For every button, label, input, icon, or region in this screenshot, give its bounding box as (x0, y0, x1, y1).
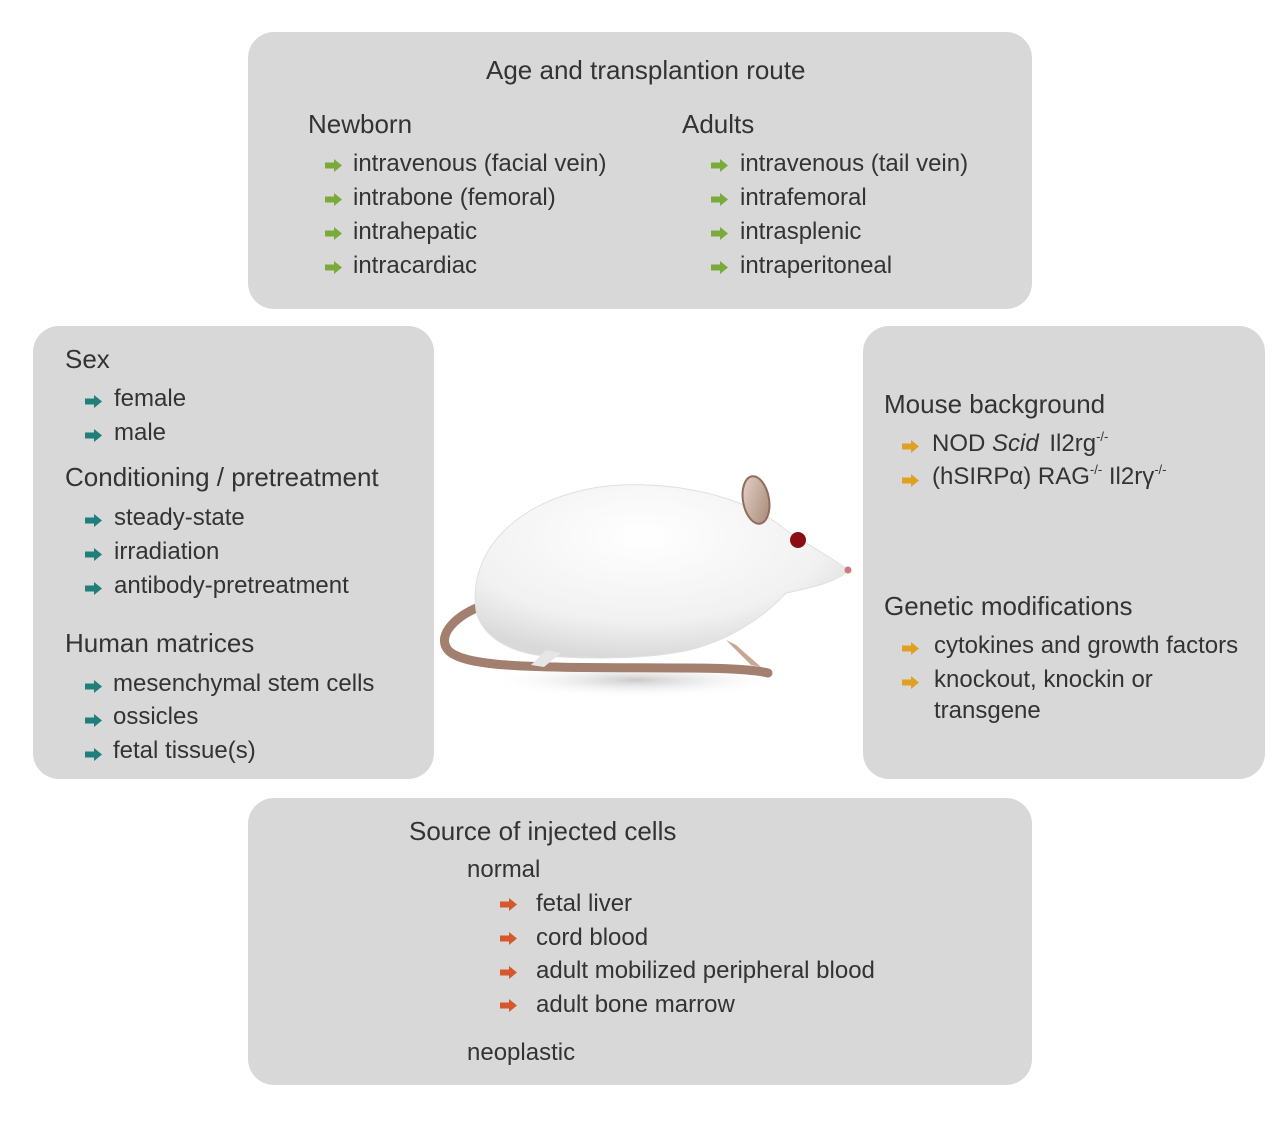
arrow-right-icon (85, 714, 102, 727)
list-item: male (114, 419, 167, 446)
list-item: intravenous (facial vein) (353, 150, 607, 177)
arrow-right-icon (325, 159, 342, 172)
arrow-right-icon (500, 999, 517, 1012)
list-item: mesenchymal stem cells (113, 670, 375, 697)
list-item: intrabone (femoral) (353, 184, 556, 211)
arrow-right-icon (85, 582, 102, 595)
age-route-panel (248, 32, 1032, 309)
strain-scid: Scid (992, 430, 1039, 457)
mouse-body (474, 484, 849, 659)
list-item: adult mobilized peripheral blood (536, 957, 875, 984)
strain-gene: Il2rg (1049, 430, 1097, 457)
list-item: adult bone marrow (536, 991, 735, 1018)
mouse-eye (790, 532, 806, 548)
arrow-right-icon (711, 227, 728, 240)
genotype-sup: -/- (1096, 429, 1109, 444)
list-item-continuation: transgene (934, 697, 1041, 724)
list-item: intrafemoral (740, 184, 867, 211)
arrow-right-icon (711, 261, 728, 274)
list-item: cord blood (536, 924, 649, 951)
mouse-ear (741, 475, 771, 525)
neoplastic-subheading: neoplastic (467, 1039, 576, 1066)
mouse-hind-leg (531, 650, 561, 667)
list-item-nod-scid: NOD Scid Il2rg-/- (932, 429, 1109, 457)
genotype-sup: -/- (1089, 462, 1103, 477)
list-item: female (114, 385, 187, 412)
list-item-rag: (hSIRPα) RAG-/- Il2rγ-/- (932, 462, 1167, 490)
mouse-tail (440, 600, 773, 678)
white-mouse-illustration (440, 475, 852, 698)
arrow-right-icon (902, 440, 919, 453)
normal-subheading: normal (467, 856, 541, 883)
matrices-heading: Human matrices (65, 628, 255, 658)
arrow-right-icon (85, 548, 102, 561)
arrow-right-icon (902, 642, 919, 655)
strain-prefix: (hSIRPα) RAG (932, 463, 1090, 490)
arrow-right-icon (85, 429, 102, 442)
sex-heading: Sex (65, 344, 110, 374)
strain-panel (863, 326, 1265, 779)
arrow-right-icon (711, 159, 728, 172)
arrow-right-icon (85, 748, 102, 761)
arrow-right-icon (711, 193, 728, 206)
genetic-modifications-heading: Genetic modifications (884, 591, 1133, 621)
list-item: ossicles (113, 703, 199, 730)
list-item: intrahepatic (353, 218, 478, 245)
strain-gene: Il2rγ (1108, 463, 1155, 490)
arrow-right-icon (902, 474, 919, 487)
list-item: irradiation (114, 538, 220, 565)
arrow-right-icon (500, 898, 517, 911)
age-route-title: Age and transplantion route (486, 55, 806, 85)
list-item: intracardiac (353, 252, 478, 279)
list-item: intrasplenic (740, 218, 862, 245)
strain-prefix: NOD (932, 430, 986, 457)
mouse-front-foot (726, 640, 761, 667)
arrow-right-icon (500, 932, 517, 945)
list-item: steady-state (114, 504, 245, 531)
genotype-sup: -/- (1154, 462, 1167, 477)
arrow-right-icon (325, 261, 342, 274)
list-item: knockout, knockin or (934, 666, 1153, 693)
arrow-right-icon (500, 966, 517, 979)
newborn-heading: Newborn (308, 109, 413, 139)
cell-source-title: Source of injected cells (409, 816, 677, 846)
cell-source-panel (248, 798, 1032, 1085)
list-item: intravenous (tail vein) (740, 150, 969, 177)
conditioning-heading: Conditioning / pretreatment (65, 462, 379, 492)
list-item: cytokines and growth factors (934, 632, 1239, 659)
mouse-nose (844, 566, 852, 574)
arrow-right-icon (85, 395, 102, 408)
adults-heading: Adults (682, 109, 755, 139)
arrow-right-icon (85, 680, 102, 693)
mouse-background-heading: Mouse background (884, 389, 1106, 419)
arrow-right-icon (325, 193, 342, 206)
arrow-right-icon (85, 514, 102, 527)
arrow-right-icon (902, 676, 919, 689)
list-item: intraperitoneal (740, 252, 893, 279)
list-item: antibody-pretreatment (114, 572, 349, 599)
list-item: fetal liver (536, 890, 633, 917)
list-item: fetal tissue(s) (113, 737, 256, 764)
arrow-right-icon (325, 227, 342, 240)
